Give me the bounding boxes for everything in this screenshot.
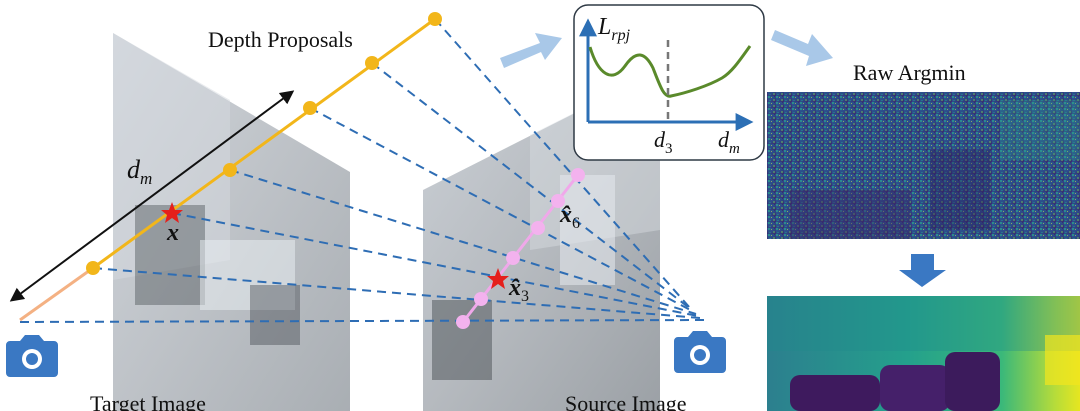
ray-proposal-1 bbox=[92, 267, 701, 319]
flow-arrow-to-argmin bbox=[771, 30, 833, 66]
target-point-star bbox=[161, 202, 183, 223]
plot-cost-curve bbox=[588, 45, 752, 98]
source-image-label: Source Image bbox=[565, 391, 687, 411]
raw-argmin-label: Raw Argmin bbox=[853, 60, 966, 85]
ray-camera bbox=[19, 319, 706, 323]
target-camera-icon bbox=[6, 335, 58, 377]
depth-proposals-label: Depth Proposals bbox=[208, 27, 353, 52]
ray-proposal-3 bbox=[229, 169, 697, 315]
depth-proposal-point bbox=[428, 12, 442, 26]
flow-arrow-to-plot bbox=[500, 33, 562, 68]
cost-plot-inset: Lrpj d3 dm bbox=[573, 4, 765, 161]
x-hat-3-label: x̂3 bbox=[508, 275, 529, 305]
ray-proposal-4 bbox=[309, 107, 695, 313]
target-image-label: Target Image bbox=[90, 391, 206, 411]
plot-x-label: dm bbox=[718, 127, 740, 157]
epipolar-point bbox=[531, 221, 545, 235]
target-point-label: x bbox=[166, 220, 179, 246]
ray-proposal-6 bbox=[434, 18, 691, 309]
depth-proposal-point bbox=[303, 101, 317, 115]
depth-range-label: dm bbox=[127, 155, 152, 188]
epipolar-points bbox=[456, 168, 585, 329]
depth-proposal-point bbox=[365, 56, 379, 70]
epipolar-point bbox=[474, 292, 488, 306]
x-hat-6-label: x̂6 bbox=[559, 202, 580, 232]
source-point-star bbox=[487, 268, 509, 289]
refined-depth-map bbox=[767, 296, 1080, 411]
depth-proposal-point bbox=[223, 163, 237, 177]
depth-line-near bbox=[19, 266, 94, 322]
down-arrow bbox=[899, 254, 946, 287]
epipolar-point bbox=[551, 194, 565, 208]
epipolar-point bbox=[506, 251, 520, 265]
source-camera-icon bbox=[674, 331, 726, 373]
raw-argmin-depth-map bbox=[767, 92, 1080, 239]
ray-proposal-5 bbox=[371, 62, 693, 311]
depth-range-arrow bbox=[9, 90, 295, 302]
epipolar-point bbox=[456, 315, 470, 329]
target-image bbox=[113, 33, 350, 411]
projection-rays bbox=[19, 18, 706, 323]
epipolar-point bbox=[571, 168, 585, 182]
plot-y-label: Lrpj bbox=[597, 14, 631, 44]
depth-proposal-points bbox=[86, 12, 442, 275]
plot-marker-label: d3 bbox=[654, 127, 673, 157]
depth-proposal-point bbox=[86, 261, 100, 275]
